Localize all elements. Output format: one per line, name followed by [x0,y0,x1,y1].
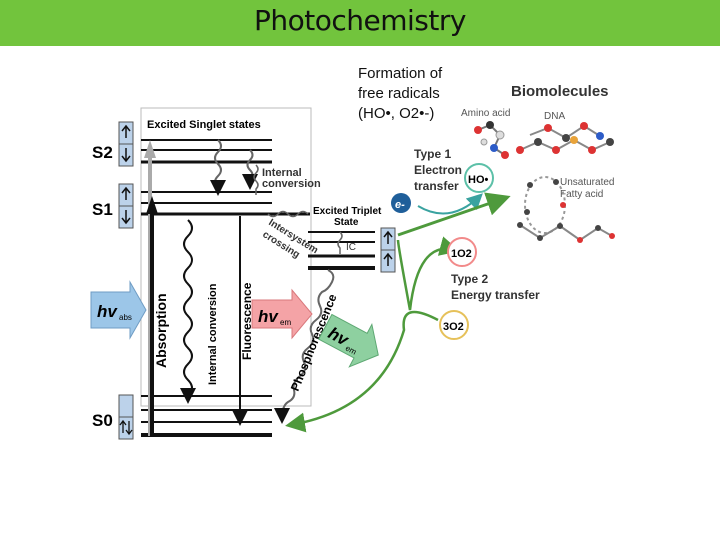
ho-label: HO• [468,174,489,186]
type1-label-3: transfer [414,179,459,193]
absorption-label: Absorption [153,293,169,368]
dna-molecule [516,122,614,154]
s0-spin-box [118,394,134,440]
type2-label-1: Type 2 [451,272,488,286]
triplet-label-2: State [334,217,359,228]
singlet-o2-label: 1O2 [451,248,472,260]
amino-acid-label: Amino acid [461,108,510,119]
excited-singlet-label: Excited Singlet states [147,119,261,131]
triplet-spin-box [380,227,396,273]
hv-em-phosphorescence-arrow: hv em [318,313,379,368]
ic-wave-top-3 [253,164,259,195]
s1-spin-box [118,183,134,229]
internal-conversion-wave [180,219,196,404]
triplet-ic-wave [337,231,343,254]
s0-levels [141,395,272,437]
dna-label: DNA [544,111,565,122]
triplet-levels [308,231,375,270]
absorption-arrowhead-s1 [146,196,158,214]
type1-curve [417,193,483,215]
note-line-2: free radicals [358,85,440,102]
electron-circle [391,193,411,213]
hv-abs-text: hv [97,302,118,321]
electron-label: e- [395,199,405,211]
phosphorescence-wave [274,269,335,424]
type2-curve [396,236,460,311]
ic-wave-top-1 [210,139,226,196]
note-line-3: (HO•, O2•-) [358,105,435,122]
type1-label-2: Electron [414,163,462,177]
hv-em-fluorescence-arrow: hv em [251,288,313,340]
unsaturated-label-2: Fatty acid [560,189,603,200]
intersystem-wave [267,210,309,218]
internal-label-1: Internal [262,167,302,179]
note-line-1: Formation of [358,65,443,82]
amino-acid-molecule [474,121,509,159]
s2-label: S2 [92,143,113,162]
to-biomolecules-arrow [397,192,511,237]
absorption-arrowhead-s2 [144,140,156,158]
free-radicals-note: Formation of free radicals (HO•, O2•-) [358,64,478,124]
internal-conversion-vertical-label: Internal conversion [207,283,219,385]
return-curve [285,310,439,433]
s1-label: S1 [92,200,113,219]
biomolecules-title: Biomolecules [511,83,609,100]
hv-abs-sub: abs [119,313,132,322]
triplet-label-1: Excited Triplet [313,206,382,217]
hv-abs-arrow: hv abs [90,280,147,340]
hv-em1-text: hv [258,307,279,326]
unsaturated-label-1: Unsaturated [560,177,614,188]
s2-spin-box [118,121,134,167]
ic-label: IC [346,242,356,253]
type1-label-1: Type 1 [414,147,451,161]
ho-circle [464,163,494,193]
slide-title: Photochemistry [254,4,466,37]
fluorescence-label: Fluorescence [240,282,254,360]
hv-em1-sub: em [280,318,291,327]
s0-label: S0 [92,411,113,430]
type2-label-2: Energy transfer [451,288,540,302]
fatty-acid-molecule [517,176,615,243]
singlet-o2-circle [447,237,477,267]
title-bar [0,0,720,46]
internal-label-2: conversion [262,178,321,190]
s1-levels [141,191,310,216]
triplet-o2-circle [439,310,469,340]
triplet-o2-label: 3O2 [443,321,464,333]
ic-wave-top-2 [242,149,258,190]
